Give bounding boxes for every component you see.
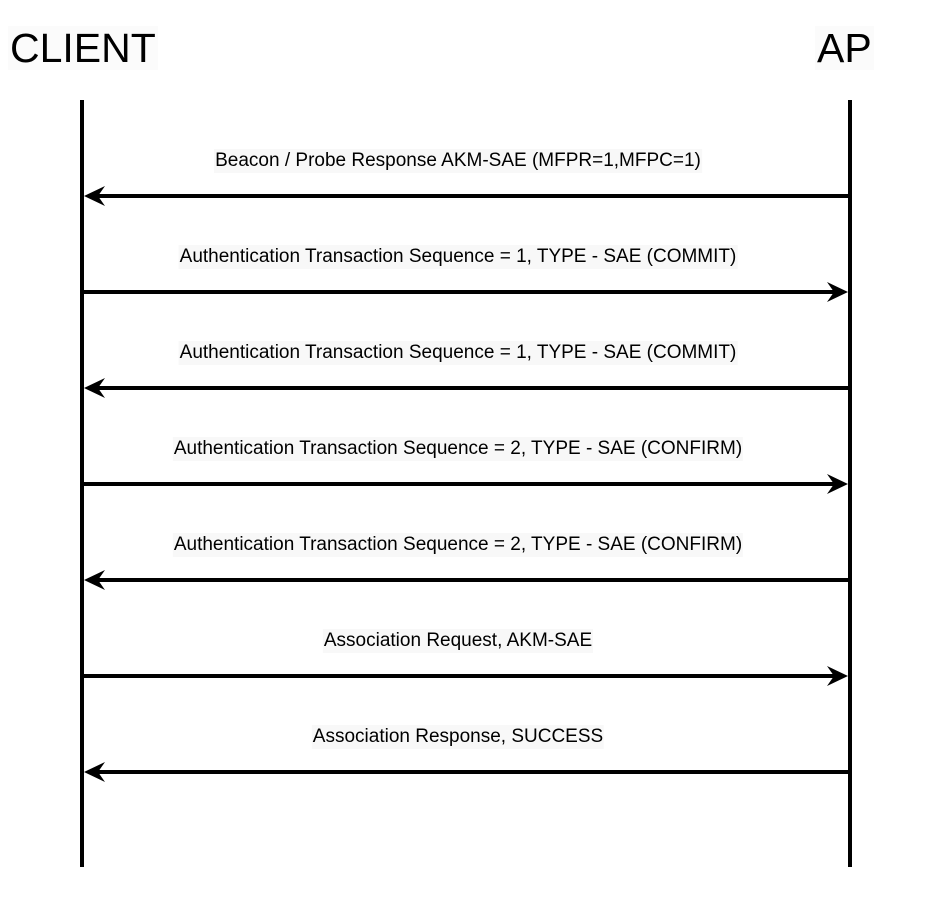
arrowhead-icon — [84, 762, 105, 782]
message-arrow — [84, 282, 848, 302]
message-label: Authentication Transaction Sequence = 2,… — [172, 533, 744, 557]
message-label: Association Response, SUCCESS — [311, 725, 605, 749]
client-actor-label: CLIENT — [8, 25, 158, 71]
message-label: Authentication Transaction Sequence = 1,… — [178, 245, 738, 269]
arrowhead-icon — [827, 666, 848, 686]
message-label: Authentication Transaction Sequence = 1,… — [178, 341, 738, 365]
message-arrow — [84, 186, 848, 206]
arrowhead-icon — [84, 570, 105, 590]
message-label: Authentication Transaction Sequence = 2,… — [172, 437, 744, 461]
message-arrow — [84, 378, 848, 398]
ap-actor-label: AP — [815, 25, 874, 71]
message-arrow — [84, 474, 848, 494]
arrowhead-icon — [84, 378, 105, 398]
arrowhead-icon — [827, 474, 848, 494]
message-arrow — [84, 762, 848, 782]
arrowhead-icon — [84, 186, 105, 206]
message-label: Beacon / Probe Response AKM-SAE (MFPR=1,… — [214, 149, 702, 173]
arrowhead-icon — [827, 282, 848, 302]
message-label: Association Request, AKM-SAE — [322, 629, 594, 653]
message-arrow — [84, 570, 848, 590]
message-arrow — [84, 666, 848, 686]
